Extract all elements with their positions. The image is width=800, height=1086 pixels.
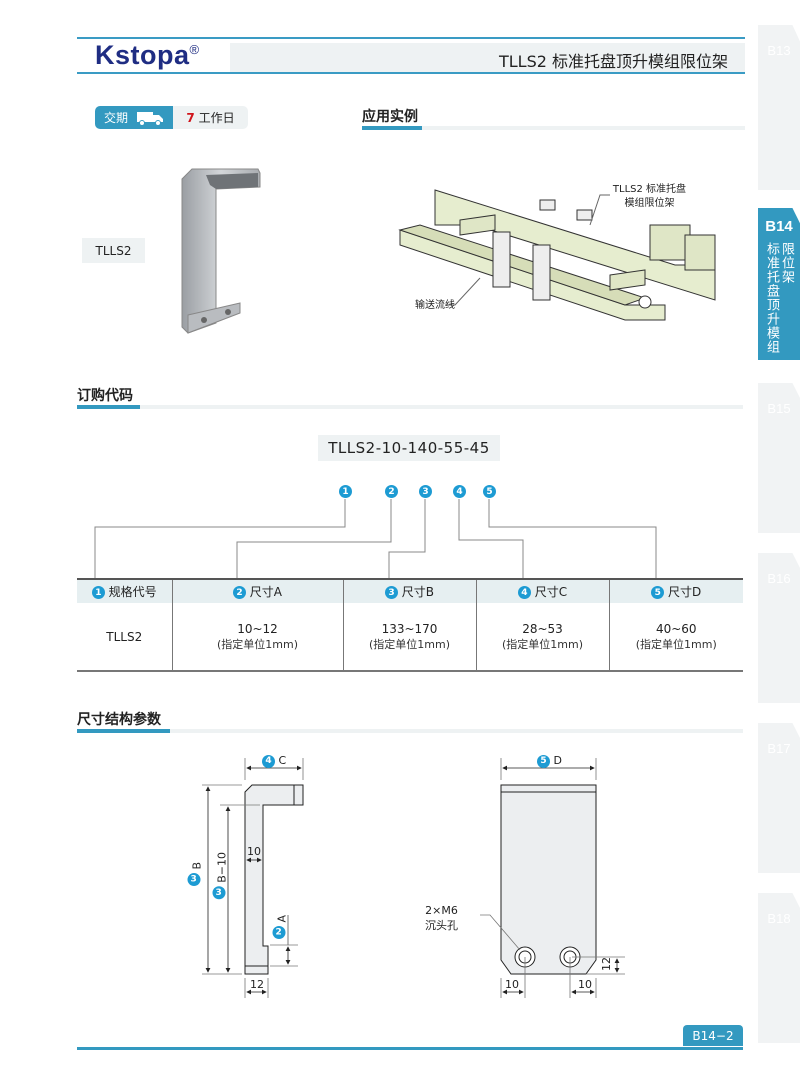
page-title: TLLS2 标准托盘顶升模组限位架 bbox=[498, 52, 728, 71]
side-tab-b18[interactable]: B18 bbox=[758, 893, 800, 1043]
dimensions-heading: 尺寸结构参数 bbox=[77, 712, 161, 728]
callout-conveyor: 输送流线 bbox=[415, 300, 455, 311]
delivery-unit: 工作日 bbox=[198, 111, 235, 125]
code-leader-lines bbox=[94, 499, 657, 578]
product-image bbox=[181, 168, 261, 334]
cell-dim-c: 28~53(指定单位1mm) bbox=[475, 603, 609, 672]
delivery-label: 交期 bbox=[104, 111, 129, 125]
dim-10-label: 10 bbox=[247, 845, 261, 858]
product-label: TLLS2 bbox=[82, 238, 145, 263]
side-tab-b15[interactable]: B15 bbox=[758, 383, 800, 533]
page-number: B14−2 bbox=[683, 1025, 743, 1046]
dim-c-label: 4 C bbox=[262, 754, 286, 768]
callout-limit-frame: TLLS2 标准托盘模组限位架 bbox=[612, 184, 687, 209]
dim-hole-12-label: 12 bbox=[600, 957, 613, 971]
cell-dim-d: 40~60(指定单位1mm) bbox=[608, 603, 743, 672]
ordering-heading-underline bbox=[77, 405, 743, 409]
cell-spec-code: TLLS2 bbox=[77, 603, 172, 672]
application-heading: 应用实例 bbox=[362, 109, 418, 125]
header-dim-a: 2 尺寸A bbox=[171, 578, 343, 603]
footer-line bbox=[77, 1047, 743, 1050]
side-tab-b16[interactable]: B16 bbox=[758, 553, 800, 703]
conveyor-illustration bbox=[398, 189, 716, 321]
title-bar bbox=[230, 43, 745, 72]
dim-d-label: 5 D bbox=[537, 754, 562, 768]
dim-12-label: 12 bbox=[250, 978, 264, 991]
marker-3: 3 bbox=[419, 485, 432, 498]
brand-logo: Kstopa® bbox=[95, 40, 200, 70]
side-view-drawing bbox=[202, 758, 304, 998]
delivery-days: 7 bbox=[186, 110, 195, 125]
side-tab-b14[interactable]: B14 标准托盘顶升模组 限位架 bbox=[758, 208, 800, 360]
marker-2: 2 bbox=[385, 485, 398, 498]
header-dim-c: 4 尺寸C bbox=[475, 578, 609, 603]
marker-4: 4 bbox=[453, 485, 466, 498]
dim-b10-label: 3 B−10 bbox=[213, 852, 229, 900]
order-spec-table: 1 规格代号 2 尺寸A 3 尺寸B 4 尺寸C 5 尺寸D TLLS2 10~… bbox=[77, 578, 743, 672]
side-tab-b17[interactable]: B17 bbox=[758, 723, 800, 873]
cell-dim-a: 10~12(指定单位1mm) bbox=[171, 603, 343, 672]
dim-b-label: 3 B bbox=[188, 862, 204, 887]
application-heading-underline bbox=[362, 126, 745, 130]
table-header-row: 1 规格代号 2 尺寸A 3 尺寸B 4 尺寸C 5 尺寸D bbox=[77, 578, 743, 603]
dim-left-10-label: 10 bbox=[505, 978, 519, 991]
truck-icon bbox=[137, 111, 164, 126]
front-view-drawing bbox=[480, 758, 625, 998]
dim-right-10-label: 10 bbox=[578, 978, 592, 991]
table-row: TLLS2 10~12(指定单位1mm) 133~170(指定单位1mm) 28… bbox=[77, 603, 743, 672]
header-dim-b: 3 尺寸B bbox=[342, 578, 476, 603]
marker-5: 5 bbox=[483, 485, 496, 498]
header-spec-code: 1 规格代号 bbox=[77, 578, 172, 603]
tab-text-1: 标准托盘顶升模组 bbox=[764, 242, 779, 354]
dim-a-label: 2 A bbox=[273, 915, 289, 940]
marker-1: 1 bbox=[339, 485, 352, 498]
tab-text-2: 限位架 bbox=[779, 242, 794, 284]
header-bottom-line bbox=[77, 72, 745, 74]
header-top-line bbox=[77, 37, 745, 39]
header-dim-d: 5 尺寸D bbox=[608, 578, 743, 603]
ordering-heading: 订购代码 bbox=[77, 388, 133, 404]
dimensions-heading-underline bbox=[77, 729, 743, 733]
side-tab-b13[interactable]: B13 bbox=[758, 25, 800, 190]
order-code: TLLS2-10-140-55-45 bbox=[318, 435, 500, 461]
cell-dim-b: 133~170(指定单位1mm) bbox=[342, 603, 476, 672]
